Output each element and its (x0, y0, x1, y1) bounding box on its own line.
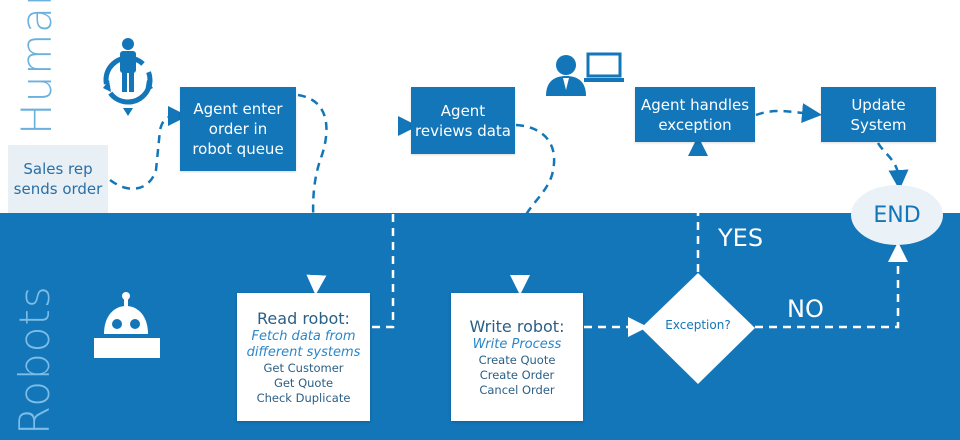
end-label: END (873, 202, 921, 228)
write-robot-item: Cancel Order (479, 382, 555, 397)
agent-reviews-label: Agent reviews data (415, 101, 511, 140)
read-robot-node: Read robot: Fetch data from different sy… (237, 293, 370, 421)
update-system-node: Update System (821, 87, 936, 142)
write-robot-title: Write robot: (469, 316, 565, 336)
sales-rep-node: Sales rep sends order (8, 145, 108, 213)
update-system-label: Update System (850, 95, 907, 134)
yes-label: YES (718, 224, 764, 252)
robot-icon (94, 292, 160, 358)
connector-no (755, 242, 908, 329)
read-robot-item: Get Quote (273, 375, 334, 390)
agent-handles-label: Agent handles exception (640, 95, 750, 134)
read-robot-subtitle-2: different systems (246, 344, 361, 360)
connector-update-to-end (876, 142, 909, 190)
connector-sales-to-agent (109, 106, 188, 190)
exception-label: Exception? (665, 318, 731, 332)
connector-agent-to-read (297, 93, 328, 295)
agent-enter-node: Agent enter order in robot queue (180, 87, 296, 171)
read-robot-item: Check Duplicate (256, 390, 351, 405)
agent-enter-label: Agent enter order in robot queue (192, 100, 284, 158)
exception-diamond (641, 273, 755, 384)
write-robot-item: Create Order (479, 367, 555, 382)
connector-reviews-to-write (510, 123, 556, 295)
read-robot-item: Get Customer (263, 360, 344, 375)
sales-rep-label: Sales rep sends order (13, 160, 103, 198)
write-robot-node: Write robot: Write Process Create Quote … (451, 293, 583, 421)
read-robot-subtitle-1: Fetch data from (251, 328, 356, 344)
write-robot-item: Create Quote (478, 352, 556, 367)
human-cycle-icon (103, 38, 153, 116)
end-node: END (851, 185, 943, 245)
no-label: NO (787, 295, 824, 323)
agent-reviews-node: Agent reviews data (411, 87, 515, 154)
connector-read-to-reviews (372, 116, 418, 329)
agent-laptop-icon (546, 52, 624, 96)
connector-handles-to-update (755, 103, 822, 124)
write-robot-subtitle: Write Process (472, 336, 562, 352)
read-robot-title: Read robot: (257, 308, 350, 328)
agent-handles-node: Agent handles exception (635, 87, 755, 142)
